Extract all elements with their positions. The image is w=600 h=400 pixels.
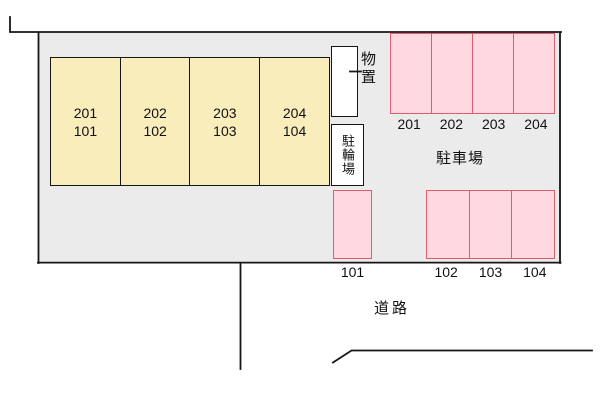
- parking-stall-104: [511, 190, 555, 259]
- unit-lower-number: 103: [213, 122, 237, 139]
- parking-stalls-top: [390, 33, 555, 114]
- unit-lower-number: 102: [143, 122, 167, 139]
- parking-stalls-top-labels: 201 202 203 204: [388, 116, 557, 132]
- unit-lower-number: 101: [73, 122, 98, 139]
- stall-label-101: 101: [340, 264, 365, 280]
- parking-stall-202: [430, 33, 474, 114]
- building: 201 101 202 102 203 103 204 104: [50, 57, 330, 186]
- parking-stall-101: [333, 190, 372, 259]
- stall-label-102: 102: [434, 264, 458, 280]
- stall-label-204: 204: [524, 116, 548, 132]
- parking-stall-102: [426, 190, 470, 259]
- stall-label-201: 201: [397, 116, 421, 132]
- unit-upper-number: 203: [213, 104, 237, 121]
- building-unit-3: 203 103: [189, 57, 261, 186]
- parking-stalls-bottom-labels: 102 103 104: [424, 264, 557, 280]
- bicycle-parking-label: 駐輪場: [340, 134, 355, 176]
- unit-lower-number: 104: [282, 122, 307, 139]
- stall-label-103: 103: [478, 264, 503, 280]
- stall-label-202: 202: [439, 116, 464, 132]
- stall-label-203: 203: [481, 116, 506, 132]
- unit-upper-number: 204: [282, 104, 307, 121]
- stall-label-104: 104: [523, 264, 547, 280]
- parking-stall-204: [512, 33, 555, 114]
- parking-stall-203: [471, 33, 515, 114]
- building-unit-2: 202 102: [119, 57, 191, 186]
- building-unit-4: 204 104: [259, 57, 330, 186]
- road-label: 道路: [373, 300, 410, 317]
- parking-stalls-bottom: [426, 190, 555, 259]
- parking-stall-201: [390, 33, 433, 114]
- bicycle-parking-box: 駐輪場: [331, 124, 364, 186]
- storage-shed-label: 物置: [359, 51, 376, 87]
- parking-lot-label: 駐車場: [435, 150, 484, 167]
- unit-upper-number: 202: [143, 104, 167, 121]
- storage-shed-box: [331, 46, 358, 117]
- parking-stall-103: [468, 190, 513, 259]
- building-unit-1: 201 101: [50, 57, 121, 186]
- unit-upper-number: 201: [73, 104, 98, 121]
